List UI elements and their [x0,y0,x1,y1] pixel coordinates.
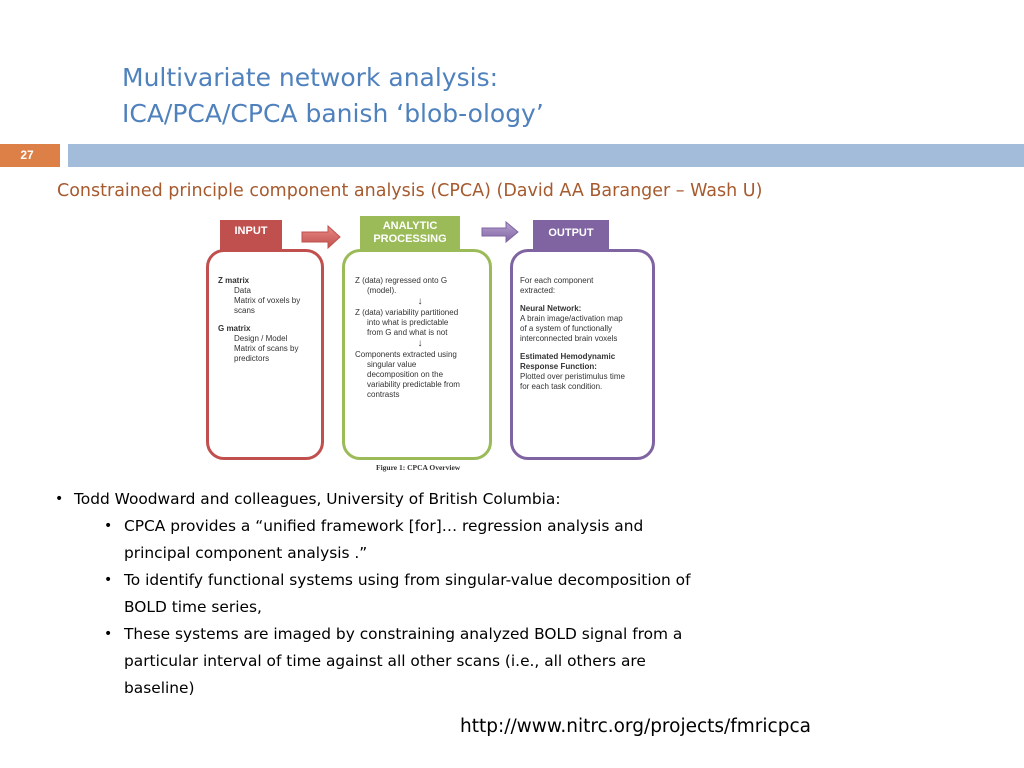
output-intro-line: extracted: [520,286,556,295]
title-divider-bar [68,144,1024,167]
neural-text-line: of a system of functionally [520,324,613,333]
processing-content: Z (data) regressed onto G (model). ↓ Z (… [355,276,485,400]
figure-caption: Figure 1: CPCA Overview [376,463,461,472]
bullet-dot-icon: • [104,626,113,642]
slide-title-line-1: Multivariate network analysis: [122,63,499,92]
neural-text-line: A brain image/activation map [520,314,623,323]
z-matrix-label: Z matrix [218,276,250,285]
sub-bullet-line: particular interval of time against all … [124,652,646,670]
step2-line: Z (data) variability partitioned [355,308,459,317]
arrow-processing-to-output [481,220,519,244]
bullet-list: Todd Woodward and colleagues, University… [55,486,795,702]
project-link[interactable]: http://www.nitrc.org/projects/fmricpca [460,716,811,737]
sub-bullet-line: These systems are imaged by constraining… [124,625,683,643]
output-box [510,249,655,460]
flow-arrows [301,220,519,250]
sub-bullet-line: CPCA provides a “unified framework [for]… [124,517,644,535]
z-item: Data [234,286,251,295]
step2-line: from G and what is not [367,328,448,337]
step1-line: Z (data) regressed onto G [355,276,448,285]
slide-number-box: 27 [0,144,60,167]
step3-line: singular value [367,360,417,369]
neural-network-title: Neural Network: [520,304,582,313]
bullet-dot-icon: • [104,518,113,534]
input-content: Z matrix Data Matrix of voxels by scans … [218,276,318,364]
hrf-text-line: for each task condition. [520,382,603,391]
cpca-overview-figure: INPUT Z matrix Data Matrix of voxels by … [200,212,662,480]
input-header-label: INPUT [234,225,268,237]
output-header: OUTPUT [533,220,609,250]
step2-line: into what is predictable [367,318,449,327]
g-item: predictors [234,354,270,363]
step3-line: Components extracted using [355,350,457,359]
arrow-input-to-processing [301,224,341,250]
sub-bullet: • These systems are imaged by constraini… [104,621,795,702]
z-item: Matrix of voxels by [234,296,301,305]
sub-bullet-line: principal component analysis .” [124,544,368,562]
slide-title-line-2: ICA/PCA/CPCA banish ‘blob-ology’ [122,99,544,128]
g-item: Design / Model [234,334,288,343]
down-arrow-icon: ↓ [417,296,423,307]
slide-title: Multivariate network analysis: ICA/PCA/C… [122,60,922,132]
bullet-dot-icon: • [104,572,113,588]
processing-header: ANALYTIC PROCESSING [360,216,460,250]
g-matrix-label: G matrix [218,324,251,333]
sub-bullet-line: To identify functional systems using fro… [124,571,691,589]
sub-bullet: • To identify functional systems using f… [104,567,795,621]
input-header: INPUT [220,220,282,250]
processing-header-line-2: PROCESSING [373,233,447,245]
hrf-text-line: Plotted over peristimulus time [520,372,625,381]
input-box [206,249,324,460]
z-item: scans [234,306,255,315]
output-intro-line: For each component [520,276,594,285]
processing-header-line-1: ANALYTIC [382,220,438,232]
g-item: Matrix of scans by [234,344,299,353]
sub-bullet: • CPCA provides a “unified framework [fo… [104,513,795,567]
sub-bullet-line: baseline) [124,679,195,697]
bullet-main: Todd Woodward and colleagues, University… [55,486,795,513]
step3-line: contrasts [367,390,400,399]
output-content: For each component extracted: Neural Net… [520,276,652,392]
neural-text-line: interconnected brain voxels [520,334,618,343]
step1-line: (model). [367,286,397,295]
hrf-title-line: Estimated Hemodynamic [520,352,616,361]
step3-line: decomposition on the [367,370,444,379]
processing-box [342,249,492,460]
down-arrow-icon: ↓ [417,338,423,349]
hrf-title-line: Response Function: [520,362,597,371]
output-header-label: OUTPUT [548,227,594,239]
sub-bullet-line: BOLD time series, [124,598,262,616]
slide-number: 27 [20,148,34,162]
slide-subtitle: Constrained principle component analysis… [57,181,763,201]
step3-line: variability predictable from [367,380,460,389]
